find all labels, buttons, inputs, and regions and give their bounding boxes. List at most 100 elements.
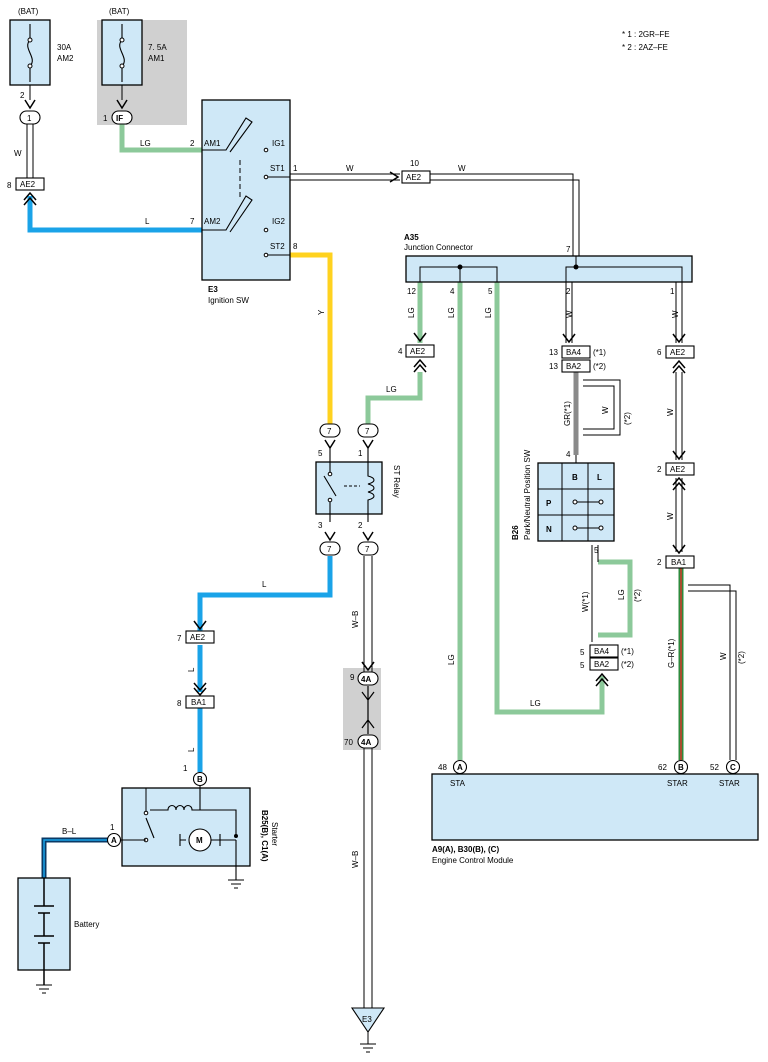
- svg-text:7: 7: [566, 245, 571, 254]
- relay-box: [315, 461, 383, 515]
- svg-text:5: 5: [488, 287, 493, 296]
- label-w-star-c: W: [719, 652, 728, 660]
- svg-text:4A: 4A: [361, 738, 371, 747]
- svg-text:M: M: [196, 836, 203, 845]
- junction-connector: A35 Junction Connector 7 12 4 5 2 1: [404, 233, 693, 296]
- svg-text:AE2: AE2: [670, 348, 686, 357]
- fuse-am1-name: AM1: [148, 54, 165, 63]
- svg-text:7: 7: [177, 634, 182, 643]
- svg-text:BA1: BA1: [191, 698, 207, 707]
- ecm-box: [431, 773, 759, 841]
- svg-text:P: P: [546, 499, 552, 508]
- pnp-code: B26: [511, 525, 520, 540]
- svg-text:1: 1: [27, 114, 32, 123]
- svg-text:STA: STA: [450, 779, 466, 788]
- svg-text:AM2: AM2: [204, 217, 221, 226]
- svg-text:BA1: BA1: [671, 558, 687, 567]
- ignition-switch: 2 7 AM1 IG1 ST1 AM2 IG2 ST2 1 8 E3 Ignit…: [190, 99, 298, 305]
- wire-w-pnp5: [591, 545, 599, 642]
- svg-text:ST2: ST2: [270, 242, 285, 251]
- svg-text:10: 10: [410, 159, 419, 168]
- svg-text:2: 2: [657, 465, 662, 474]
- wire-lg-pnp: [494, 282, 605, 715]
- svg-text:7: 7: [365, 545, 370, 554]
- fuse-am2-name: AM2: [57, 54, 74, 63]
- fuse-am2-rating: 30A: [57, 43, 72, 52]
- connector-ba1-right: 2 BA1: [657, 544, 695, 569]
- label-lg-am1: LG: [140, 139, 151, 148]
- label-lg-12: LG: [407, 307, 416, 318]
- note-1: * 1 : 2GR–FE: [622, 30, 670, 39]
- svg-text:AE2: AE2: [670, 465, 686, 474]
- svg-text:2: 2: [20, 91, 25, 100]
- connector-ba1-l: 8 BA1: [177, 695, 215, 709]
- label-l-am2: L: [145, 217, 150, 226]
- wire-l-am2: [27, 196, 202, 233]
- label-lg-bottom: LG: [530, 699, 541, 708]
- svg-text:2: 2: [190, 139, 195, 148]
- svg-text:STAR: STAR: [719, 779, 740, 788]
- svg-text:(*2): (*2): [593, 362, 606, 371]
- svg-text:1: 1: [183, 764, 188, 773]
- svg-text:AM1: AM1: [204, 139, 221, 148]
- svg-text:BA2: BA2: [566, 362, 582, 371]
- svg-text:L: L: [597, 473, 602, 482]
- svg-text:4: 4: [450, 287, 455, 296]
- label-lg-4: LG: [447, 307, 456, 318]
- label-w-1: W: [671, 310, 680, 318]
- connector-ae2-l: 7 AE2: [177, 620, 215, 644]
- label-gr1: GR(*1): [563, 401, 572, 426]
- battery-name: Battery: [74, 920, 99, 929]
- starter: 1 B M 1 A B25(B), C1(A) Starter: [106, 764, 279, 889]
- battery: Battery: [17, 877, 99, 994]
- connector-7-y: 7: [319, 423, 341, 438]
- svg-text:5: 5: [594, 546, 599, 555]
- svg-text:5: 5: [580, 648, 585, 657]
- svg-text:13: 13: [549, 348, 558, 357]
- svg-text:8: 8: [177, 699, 182, 708]
- label-wb-2: W–B: [351, 851, 360, 868]
- svg-text:6: 6: [657, 348, 662, 357]
- label-lg-5: LG: [484, 307, 493, 318]
- wire-w-star-c: [688, 584, 737, 760]
- svg-text:C: C: [730, 763, 736, 772]
- label-l-2: L: [187, 747, 196, 752]
- junction-code: A35: [404, 233, 419, 242]
- wire-w-st1: [290, 173, 580, 256]
- svg-text:B: B: [678, 763, 684, 772]
- ecm: 48 A 62 B 52 C STA STAR STAR A9(A), B30(…: [431, 759, 759, 865]
- svg-text:7: 7: [327, 427, 332, 436]
- svg-text:AE2: AE2: [406, 173, 422, 182]
- svg-text:70: 70: [344, 738, 353, 747]
- svg-text:8: 8: [7, 181, 12, 190]
- svg-text:5: 5: [318, 449, 323, 458]
- label-l-relay: L: [262, 580, 267, 589]
- svg-text:3: 3: [318, 521, 323, 530]
- svg-text:2: 2: [566, 287, 571, 296]
- svg-text:BA4: BA4: [594, 647, 610, 656]
- connector-ae2-right-2: 2 AE2: [657, 450, 695, 491]
- svg-text:AE2: AE2: [410, 347, 426, 356]
- label-w-right-low: W: [666, 512, 675, 520]
- svg-text:12: 12: [407, 287, 416, 296]
- label-lg2-loop: (*2): [633, 589, 642, 602]
- wire-lg-am1: [119, 124, 202, 153]
- label-wb-1: W–B: [351, 611, 360, 628]
- fuse-am1: (BAT) 7. 5A AM1: [101, 7, 167, 110]
- connector-ba4-ba2-bottom: 5 BA4 (*1) 5 BA2 (*2): [580, 644, 634, 687]
- connector-4a-70: 70 4A: [344, 734, 379, 749]
- connector-if: 1 IF: [103, 110, 133, 125]
- wire-bl-stripe: [43, 839, 112, 878]
- svg-text:1: 1: [293, 164, 298, 173]
- fuse-am1-rating: 7. 5A: [148, 43, 167, 52]
- wire-bl: [41, 837, 112, 878]
- starter-box: [121, 787, 251, 867]
- label-w1: W(*1): [581, 591, 590, 612]
- label-y: Y: [317, 309, 326, 315]
- svg-text:(*1): (*1): [621, 647, 634, 656]
- svg-text:2: 2: [358, 521, 363, 530]
- connector-7-wb: 7: [357, 541, 379, 556]
- svg-text:48: 48: [438, 763, 447, 772]
- connector-ba4-ba2-top: 13 BA4 (*1) 13 BA2 (*2): [549, 333, 606, 373]
